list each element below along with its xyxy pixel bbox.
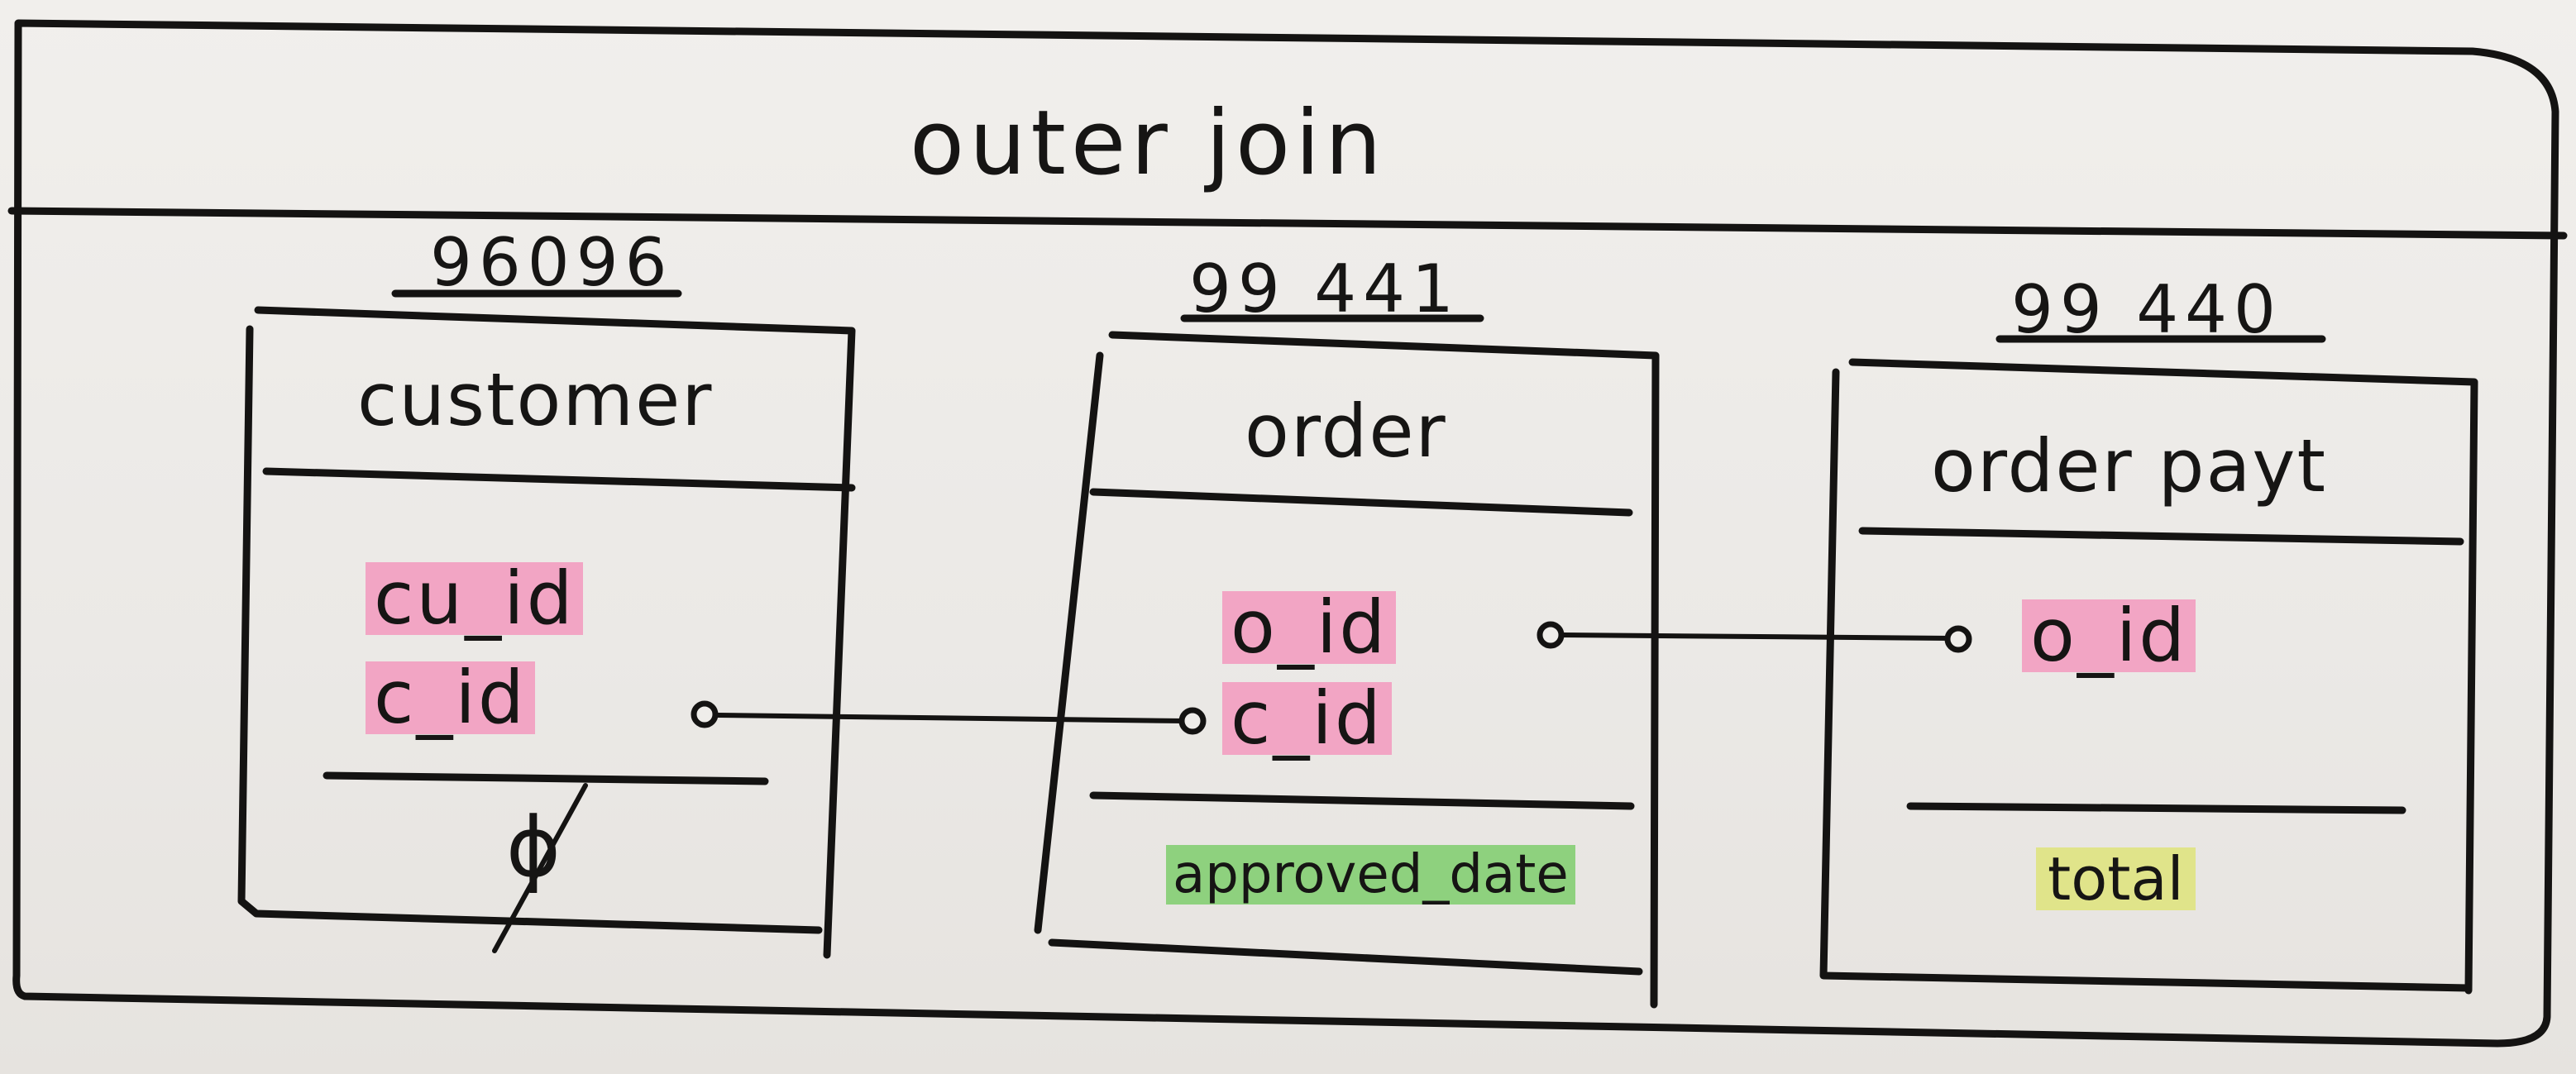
- order-row-count: 99 441: [1189, 251, 1460, 327]
- customer-c-id-connector: [691, 700, 719, 728]
- order-o-id-connector: [1537, 621, 1565, 649]
- customer-null-symbol: ϕ: [506, 799, 561, 895]
- customer-c-id-field: c_id: [366, 661, 535, 734]
- order-c-id-field: c_id: [1222, 682, 1392, 755]
- order-payt-table-outline: [1819, 358, 2478, 995]
- order-table-name: order: [1245, 389, 1447, 474]
- order-table-outline: [1034, 331, 1660, 1009]
- customer-row-count: 96096: [430, 224, 674, 301]
- order-c-id-connector: [1178, 707, 1207, 735]
- customer-order-link: [715, 713, 1187, 723]
- null-strike: [492, 783, 588, 953]
- title-divider: [7, 207, 2568, 240]
- order-payt-link: [1560, 632, 1954, 641]
- customer-cu-id-field: cu_id: [366, 562, 584, 635]
- customer-table-outline: [237, 306, 856, 959]
- order-payt-row-count: 99 440: [2011, 271, 2282, 348]
- order-payt-total-field: total: [2036, 847, 2196, 910]
- order-payt-o-id-connector: [1944, 625, 1972, 653]
- order-payt-table-name: order payt: [1931, 423, 2327, 508]
- order-approved-date-field: approved_date: [1166, 845, 1575, 905]
- order-o-id-field: o_id: [1222, 591, 1397, 664]
- outer-frame: [12, 19, 2559, 1048]
- customer-table-name: customer: [357, 357, 714, 442]
- order-payt-o-id-field: o_id: [2022, 599, 2196, 672]
- diagram-title: outer join: [910, 92, 1387, 195]
